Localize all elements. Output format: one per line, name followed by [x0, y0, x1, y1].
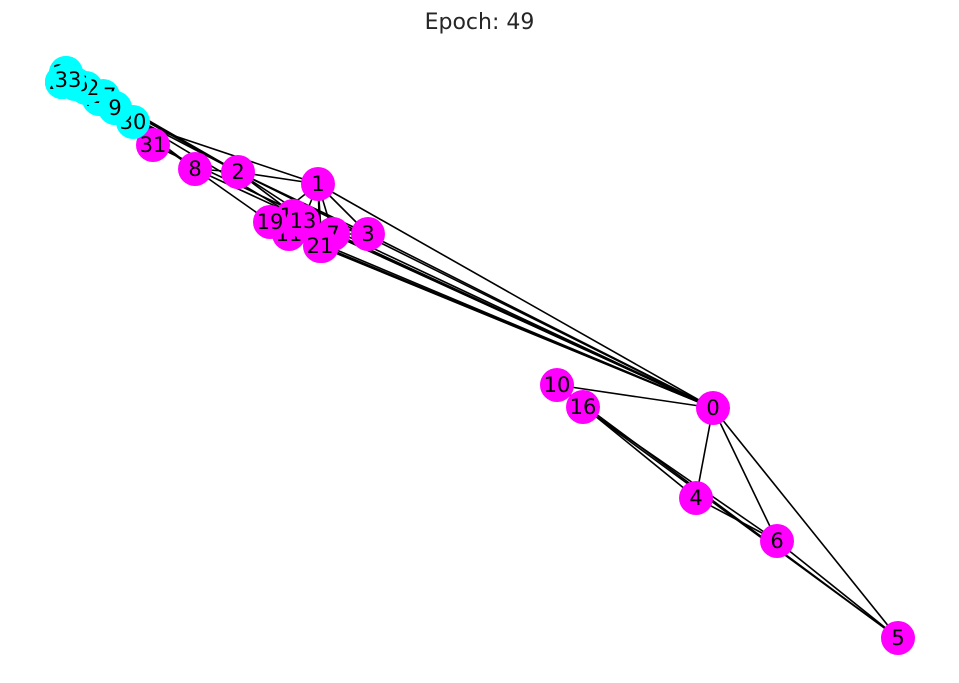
- node-4: 4: [679, 481, 713, 515]
- edge-0-13: [302, 220, 714, 409]
- edge-0-31: [152, 144, 714, 409]
- edge-0-6: [712, 407, 778, 542]
- node-8: 8: [178, 152, 212, 186]
- node-circle-13: [286, 204, 320, 238]
- node-layer: 0123456781011121316171921313029232732262…: [45, 56, 915, 655]
- node-9: 9: [98, 91, 132, 125]
- node-label-0: 0: [706, 396, 719, 420]
- node-label-10: 10: [544, 373, 571, 397]
- figure-title: Epoch: 49: [424, 10, 535, 35]
- edge-0-1: [317, 183, 714, 409]
- node-13: 13: [286, 204, 320, 238]
- node-label-9: 9: [108, 96, 121, 120]
- node-label-33: 33: [55, 68, 82, 92]
- node-circle-31: [136, 128, 170, 162]
- node-circle-19: [253, 205, 287, 239]
- node-circle-3: [351, 217, 385, 251]
- node-circle-16: [566, 390, 600, 424]
- node-circle-21: [303, 229, 337, 263]
- node-circle-33: [51, 63, 85, 97]
- node-label-13: 13: [290, 209, 317, 233]
- node-19: 19: [253, 205, 287, 239]
- edge-5-16: [582, 406, 899, 639]
- node-label-8: 8: [188, 157, 201, 181]
- node-31: 31: [136, 128, 170, 162]
- node-1: 1: [301, 167, 335, 201]
- node-circle-8: [178, 152, 212, 186]
- node-label-3: 3: [361, 222, 374, 246]
- node-label-21: 21: [307, 234, 334, 258]
- node-21: 21: [303, 229, 337, 263]
- node-6: 6: [760, 524, 794, 558]
- node-circle-5: [881, 621, 915, 655]
- node-16: 16: [566, 390, 600, 424]
- node-label-19: 19: [257, 210, 284, 234]
- node-circle-0: [696, 391, 730, 425]
- edge-0-21: [319, 245, 714, 409]
- edge-0-5: [712, 407, 899, 639]
- edge-5-6: [776, 540, 899, 639]
- node-label-1: 1: [311, 172, 324, 196]
- node-label-2: 2: [231, 160, 244, 184]
- node-circle-4: [679, 481, 713, 515]
- node-label-16: 16: [570, 395, 597, 419]
- node-label-5: 5: [891, 626, 904, 650]
- edge-0-10: [556, 384, 714, 409]
- node-3: 3: [351, 217, 385, 251]
- node-label-31: 31: [140, 133, 167, 157]
- node-circle-2: [221, 155, 255, 189]
- node-label-4: 4: [689, 486, 702, 510]
- node-5: 5: [881, 621, 915, 655]
- node-33: 33: [51, 63, 85, 97]
- edge-6-16: [582, 406, 778, 542]
- node-circle-9: [98, 91, 132, 125]
- edge-0-3: [367, 233, 714, 409]
- node-0: 0: [696, 391, 730, 425]
- node-label-6: 6: [770, 529, 783, 553]
- node-circle-6: [760, 524, 794, 558]
- node-10: 10: [540, 368, 574, 402]
- node-circle-10: [540, 368, 574, 402]
- node-2: 2: [221, 155, 255, 189]
- node-circle-1: [301, 167, 335, 201]
